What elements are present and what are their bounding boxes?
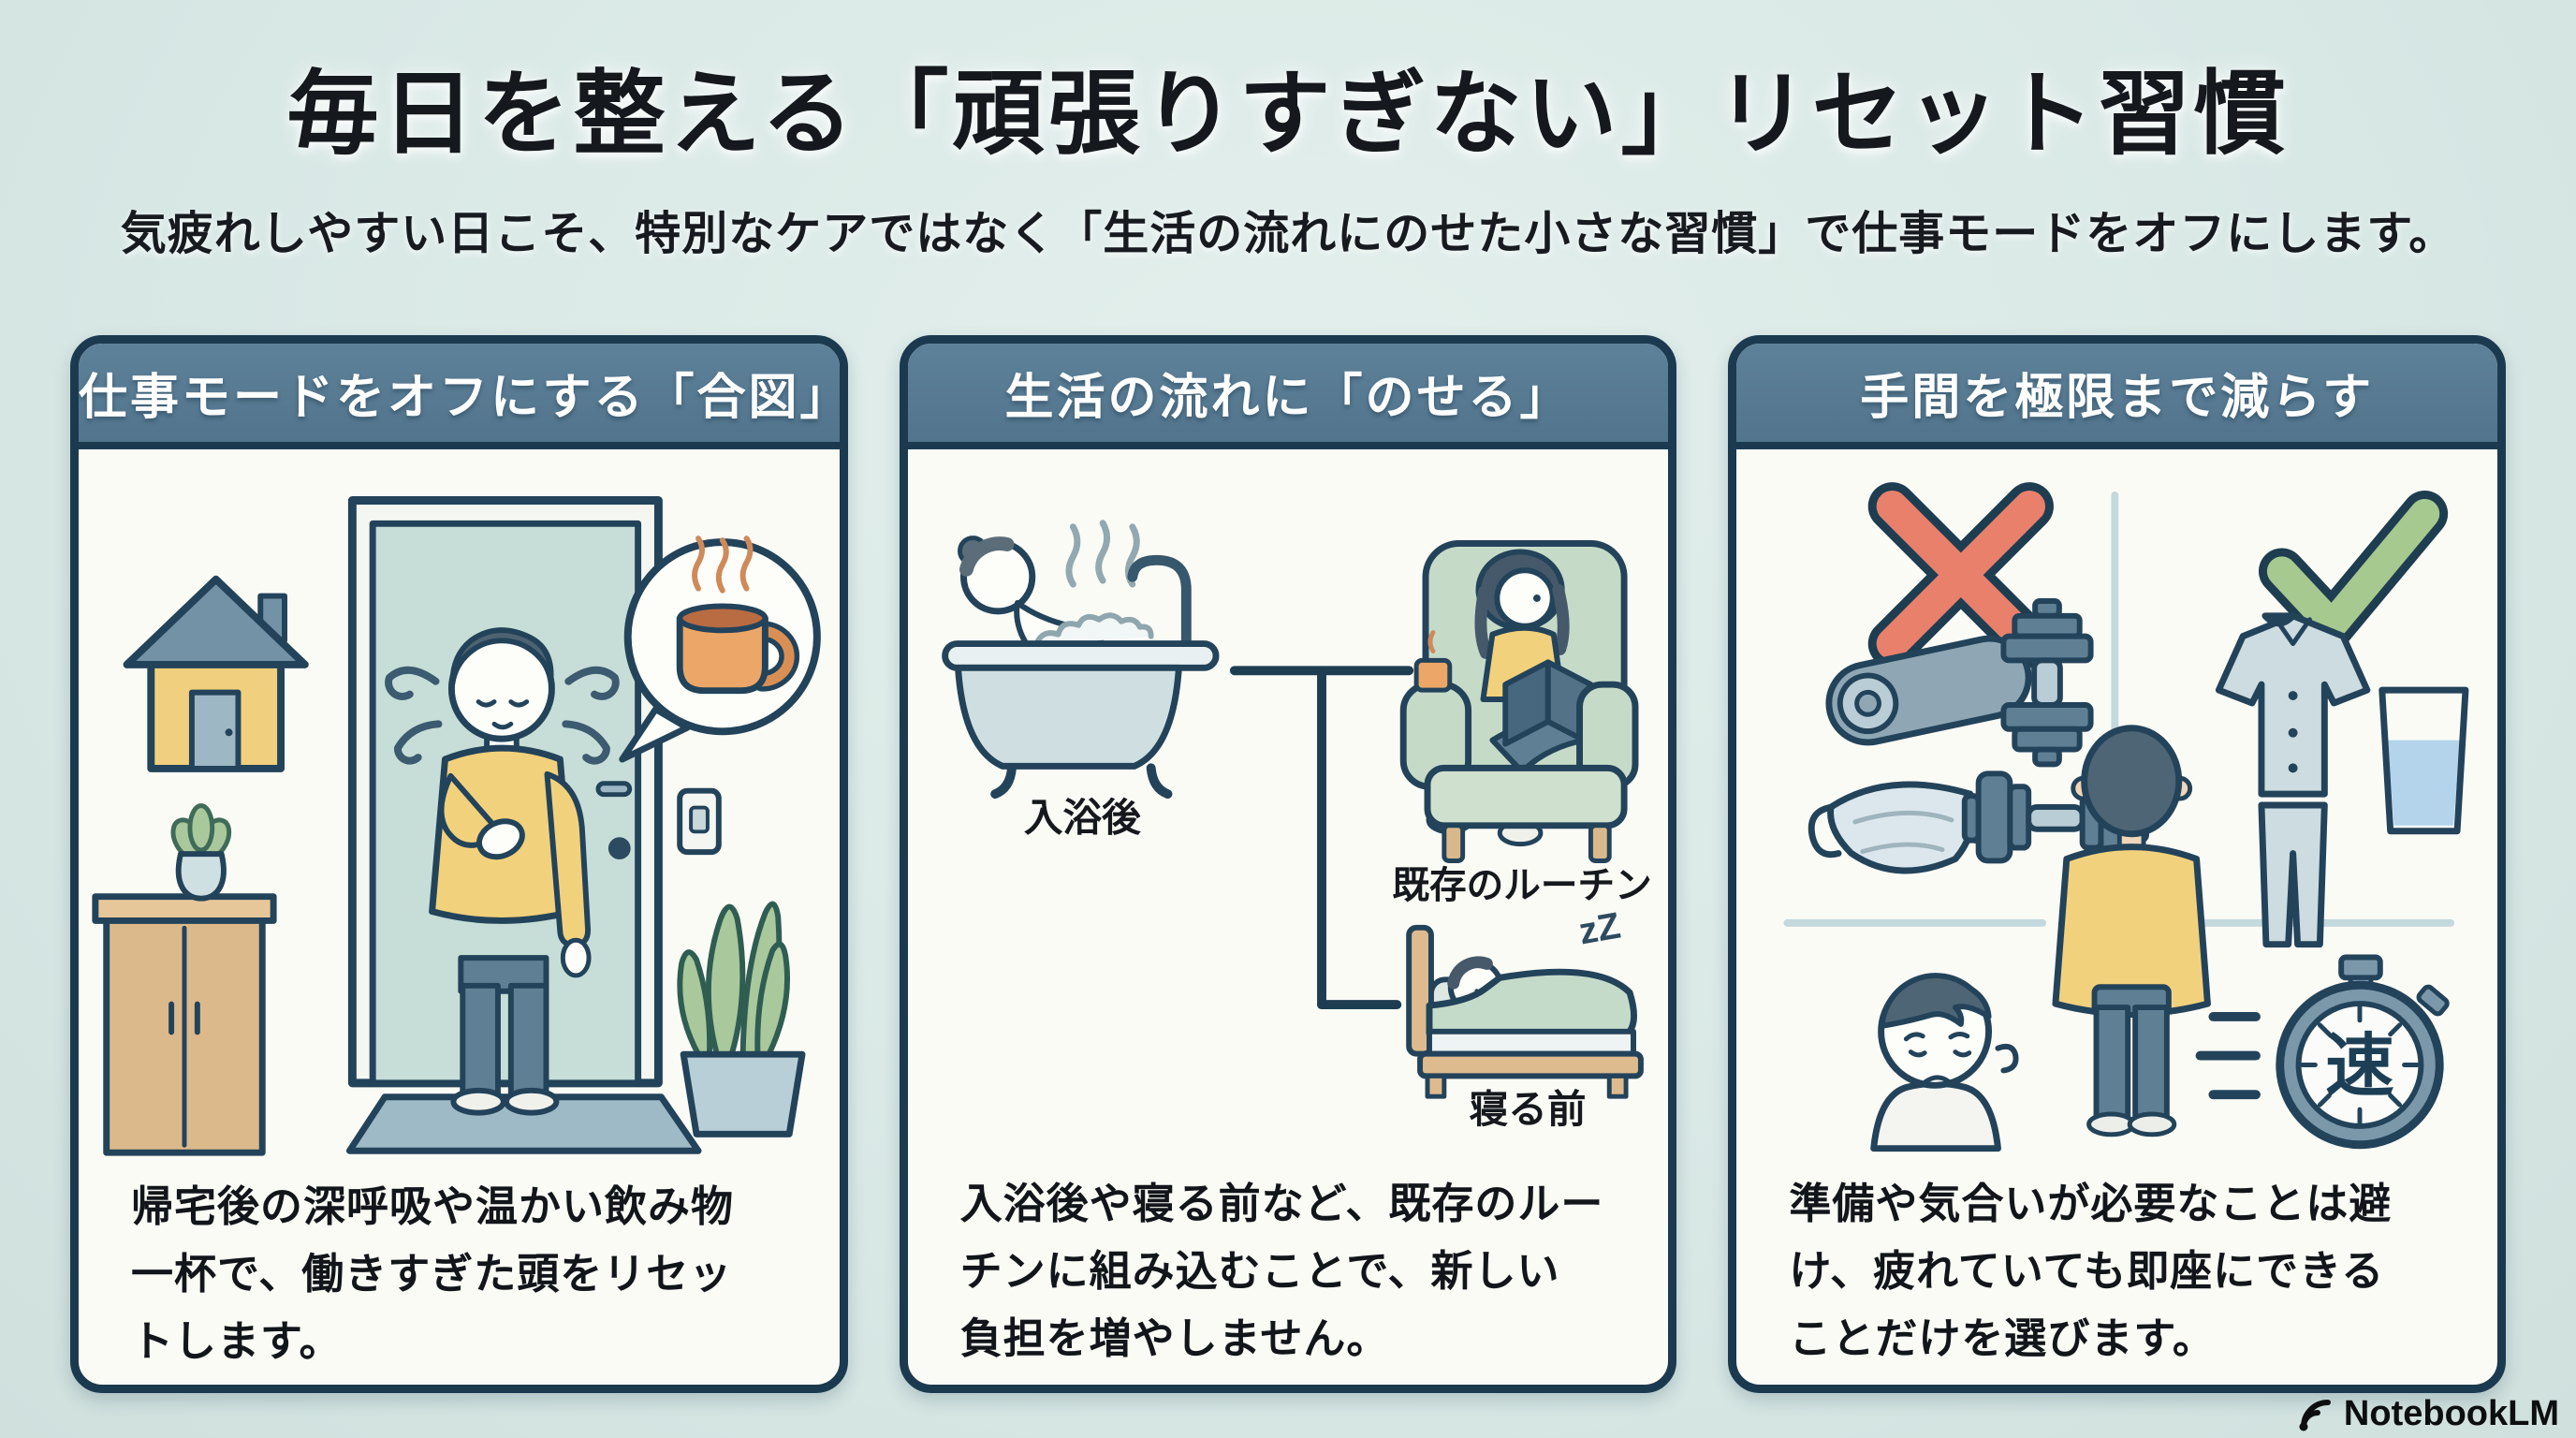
card3-body-text: 準備や気合いが必要なことは避 け、疲れていても即座にできる ことだけを選びます。 <box>1789 1180 2393 1362</box>
sigh-puff-icon <box>1995 1043 2019 1074</box>
check-mark-icon <box>2259 491 2449 649</box>
shoe-cabinet <box>92 893 277 1156</box>
steam-icon <box>692 536 754 594</box>
yoga-mat-icon <box>1825 635 2032 746</box>
brand-text: NotebookLM <box>2343 1394 2559 1433</box>
label-before-sleep: 寝る前 <box>1469 1087 1586 1131</box>
x-mark-icon <box>1868 482 2055 668</box>
card-work-mode-off-signal: 仕事モードをオフにする「合図」 <box>70 335 848 1393</box>
card3-header: 手間を極限まで減らす <box>1736 344 2498 449</box>
mug-icon <box>1413 657 1452 693</box>
notebooklm-logo-icon <box>2299 1399 2331 1431</box>
page-title: 毎日を整える「頑張りすぎない」リセット習慣 <box>286 62 2290 165</box>
armchair-reading-icon <box>1399 540 1639 863</box>
page-subtitle: 気疲れしやすい日こそ、特別なケアではなく「生活の流れにのせた小さな習慣」で仕事モ… <box>120 209 2456 259</box>
card1-body-text: 帰宅後の深呼吸や温かい飲み物 一杯で、働きすぎた頭をリセッ トします。 <box>131 1182 735 1366</box>
speech-bubble <box>619 536 821 763</box>
label-after-bath: 入浴後 <box>1024 796 1141 840</box>
card2-body-text: 入浴後や寝る前など、既存のルー チンに組み込むことで、新しい 負担を増やしません… <box>959 1180 1604 1362</box>
card1-header: 仕事モードをオフにする「合図」 <box>79 344 840 449</box>
speed-lines <box>2195 1012 2261 1100</box>
routine-flow-illustration: 入浴後 <box>908 449 1669 1161</box>
tired-person-icon <box>1870 973 2019 1152</box>
breath-swirl-icons <box>385 666 620 765</box>
snake-plant-icon <box>677 901 806 1137</box>
stopwatch-kanji: 速 <box>2326 1027 2394 1104</box>
pajamas-icon <box>2216 612 2371 948</box>
homecoming-illustration <box>79 449 840 1164</box>
water-glass-icon <box>2378 686 2469 835</box>
clock-ticks <box>2300 1005 2421 1125</box>
breathing-person <box>385 627 620 1116</box>
bed-sleeping-icon: zZ <box>1405 905 1644 1099</box>
stopwatch-icon: 速 <box>2195 954 2451 1150</box>
vase-plant-icon <box>170 803 232 902</box>
cards-row: 仕事モードをオフにする「合図」 <box>70 335 2507 1393</box>
effort-comparison-illustration: 速 <box>1736 449 2497 1161</box>
light-switch-icon <box>677 787 722 856</box>
zzz-text: zZ <box>1575 905 1623 953</box>
bathtub-icon <box>941 520 1220 800</box>
card-minimize-effort: 手間を極限まで減らす <box>1728 335 2507 1393</box>
person-back-view-icon <box>2052 725 2212 1137</box>
flow-connector-lines <box>1229 666 1413 1010</box>
dumbbell-vertical-icon <box>2000 597 2094 768</box>
card2-header: 生活の流れに「のせる」 <box>907 344 1669 449</box>
steam-icon <box>1065 520 1140 588</box>
coffee-mug-icon <box>676 536 800 695</box>
footer-brand: NotebookLM <box>2296 1394 2559 1434</box>
doormat <box>345 1093 702 1154</box>
house-icon <box>123 575 309 772</box>
card-ride-daily-flow: 生活の流れに「のせる」 <box>899 335 1677 1393</box>
label-existing-routine: 既存のルーチン <box>1392 865 1651 906</box>
